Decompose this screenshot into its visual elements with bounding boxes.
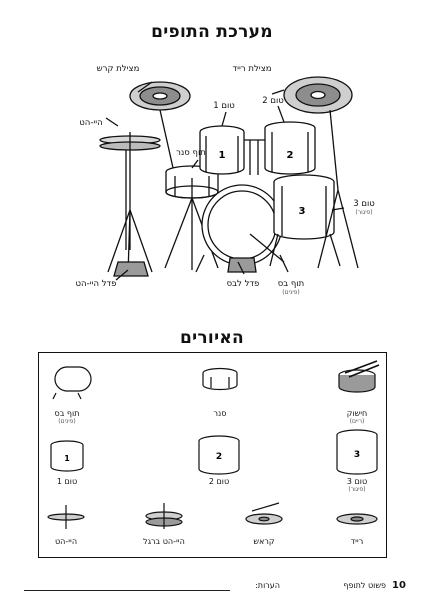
legend-crash-icon bbox=[245, 502, 283, 525]
notes-line bbox=[24, 590, 230, 591]
legend-label-rim: חישוק (ריים) bbox=[327, 409, 387, 425]
label-hihat: היי-הט bbox=[79, 118, 103, 128]
legend-icons: 1 2 3 bbox=[47, 360, 380, 529]
label-bass-pedal: פדל לבס bbox=[226, 279, 260, 289]
crash-cymbal-drawing bbox=[129, 81, 191, 191]
label-tom3-sub: (פיגור) bbox=[355, 209, 373, 216]
legend-ride-icon bbox=[336, 513, 378, 525]
legend-label-rim-sub: (ריים) bbox=[349, 418, 365, 425]
legend-tom1-icon bbox=[50, 440, 84, 472]
legend-label-tom2: טום 2 bbox=[208, 477, 230, 486]
label-tom3-text: טום 3 bbox=[353, 199, 375, 209]
legend-tom2-icon bbox=[198, 435, 240, 475]
legend-rim-icon bbox=[338, 360, 380, 393]
legend-label-bass-text: תוף בס bbox=[54, 409, 80, 418]
legend-label-bass: תוף בס (פינים) bbox=[37, 409, 97, 425]
legend-label-rim-text: חישוק bbox=[346, 409, 368, 418]
notes-label: הערות: bbox=[255, 581, 280, 590]
legend-label-tom3-sub: (פיגור) bbox=[348, 486, 366, 493]
tom3-number: 3 bbox=[299, 206, 306, 217]
label-snare: תוף סנר bbox=[176, 148, 206, 158]
label-ride: מצילת רייד bbox=[232, 64, 272, 74]
legend-label-crash: קראש bbox=[253, 537, 275, 546]
label-tom2: טום 2 bbox=[262, 96, 284, 106]
legend-label-tom3: טום 3 (פיגור) bbox=[327, 477, 387, 493]
legend-snare-icon bbox=[202, 367, 238, 391]
legend-tom3-icon bbox=[336, 429, 378, 475]
legend-hihat-foot-icon bbox=[145, 503, 183, 529]
tom2-drawing bbox=[264, 121, 316, 175]
label-bass-text: תוף בס bbox=[277, 279, 305, 289]
legend-title: האיורים bbox=[179, 328, 245, 348]
legend-tom3-number: 3 bbox=[354, 450, 360, 460]
tom3-drawing bbox=[269, 174, 341, 267]
drum-kit-illustration: 1 2 3 bbox=[99, 76, 359, 281]
tom2-number: 2 bbox=[287, 150, 294, 161]
label-bass-sub: (פינים) bbox=[282, 289, 300, 296]
page-number: 10 bbox=[392, 580, 406, 591]
label-tom3: טום 3 (פיגור) bbox=[344, 199, 384, 216]
hihat-drawing bbox=[99, 132, 161, 277]
legend-bass-icon bbox=[52, 366, 92, 400]
tom1-number: 1 bbox=[219, 150, 226, 161]
legend-tom2-number: 2 bbox=[216, 452, 222, 462]
ride-cymbal-drawing bbox=[283, 76, 353, 191]
legend-box: 1 2 3 תוף בס (פינים) סנר חישוק (ריים) טו… bbox=[38, 352, 387, 558]
tom1-drawing bbox=[199, 125, 245, 175]
legend-label-snare: סנר bbox=[213, 409, 227, 418]
legend-tom1-number: 1 bbox=[64, 454, 70, 463]
legend-label-hihat: היי-הט bbox=[54, 537, 78, 546]
legend-label-bass-sub: (פינים) bbox=[58, 418, 76, 425]
legend-label-tom3-text: טום 3 bbox=[346, 477, 368, 486]
legend-label-hihat-foot: היי-הט ברגל bbox=[143, 537, 185, 546]
label-crash: מצילת קרש bbox=[96, 64, 140, 74]
legend-label-ride: רייד bbox=[350, 537, 364, 546]
label-tom1: טום 1 bbox=[213, 101, 235, 111]
label-bass: תוף בס (פינים) bbox=[266, 279, 316, 296]
legend-hihat-icon bbox=[47, 505, 85, 529]
label-hihat-pedal: פדל היי-הט bbox=[75, 279, 117, 289]
legend-label-tom1: טום 1 bbox=[56, 477, 78, 486]
book-title: פשוט לתופף bbox=[343, 581, 386, 590]
page-title: מערכת התופים bbox=[151, 22, 273, 42]
